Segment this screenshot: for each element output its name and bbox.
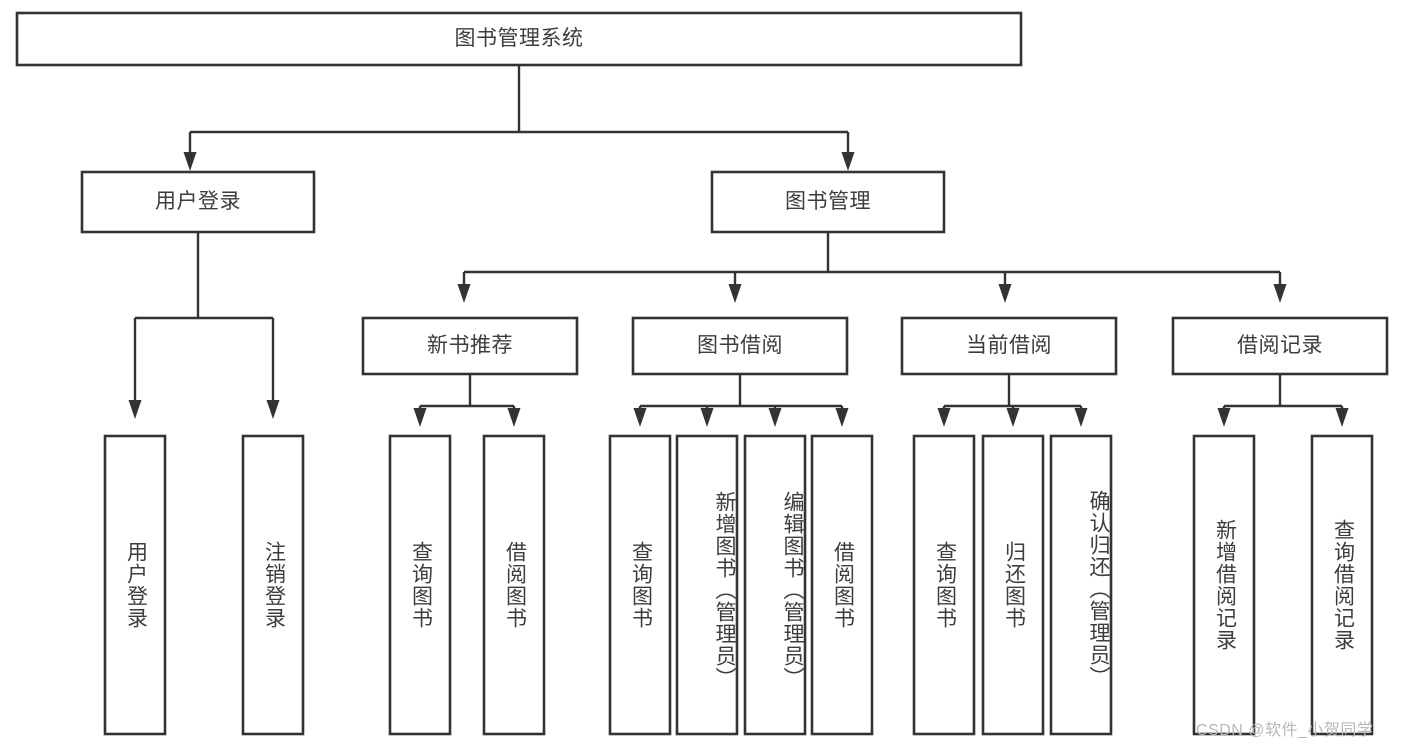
connector-borrowrecord-to-leaves [1217,374,1349,427]
connector-newbook-to-leaves [413,374,521,427]
leaf-box-book-borrow-3[interactable] [810,434,874,736]
leaf-box-current-borrow-0[interactable] [912,434,976,736]
connector-bookmgmt-to-level3 [457,232,1287,303]
node-box-current-borrow[interactable] [900,316,1118,376]
leaf-box-borrow-record-0[interactable] [1192,434,1256,736]
connector-root-to-level2 [183,65,855,171]
node-box-book-management[interactable] [710,170,946,234]
node-box-root[interactable] [15,11,1023,67]
node-box-borrow-record[interactable] [1171,316,1389,376]
node-box-book-borrow[interactable] [631,316,849,376]
leaf-box-book-borrow-2[interactable] [743,434,807,736]
leaf-box-book-borrow-0[interactable] [608,434,672,736]
connector-currentborrow-to-leaves [937,374,1088,427]
leaf-box-user-login-1[interactable] [241,434,305,736]
connector-bookborrow-to-leaves [633,374,849,427]
leaf-box-new-book-0[interactable] [388,434,452,736]
leaf-box-borrow-record-1[interactable] [1310,434,1374,736]
leaf-box-book-borrow-1[interactable] [675,434,739,736]
node-box-user-login[interactable] [80,170,316,234]
leaf-box-current-borrow-2[interactable] [1049,434,1113,736]
leaf-box-new-book-1[interactable] [482,434,546,736]
node-box-new-book-recommend[interactable] [361,316,579,376]
leaf-box-current-borrow-1[interactable] [981,434,1045,736]
connector-userlogin-to-leaves [128,232,280,419]
leaf-box-user-login-0[interactable] [103,434,167,736]
